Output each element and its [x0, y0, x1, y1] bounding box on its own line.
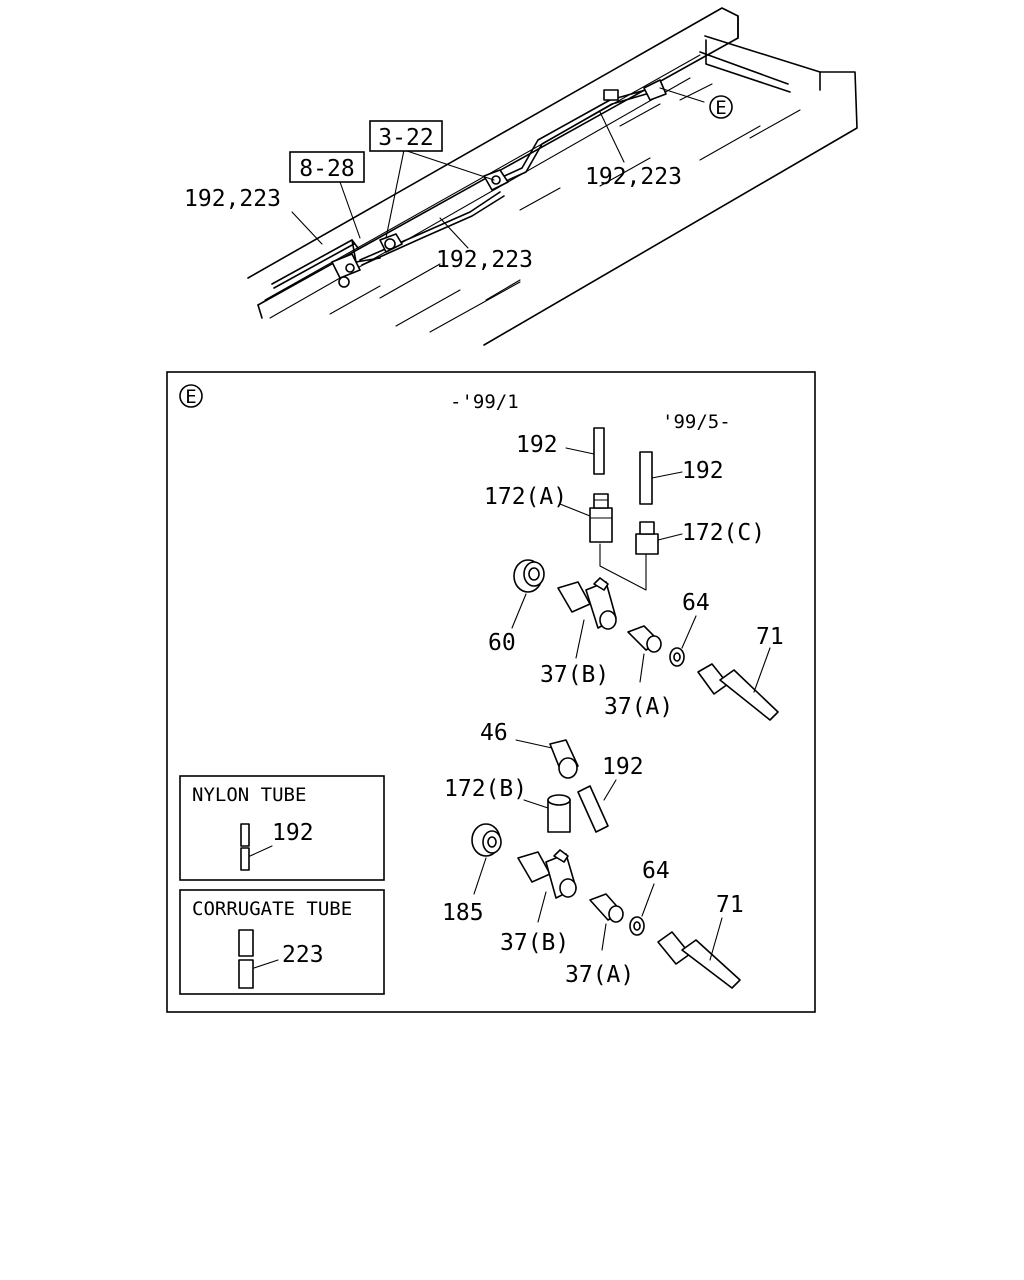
- leader-3-22-a: [385, 149, 405, 239]
- label-192-upper-left: 192: [516, 432, 558, 458]
- leader-37a-upper: [639, 653, 645, 683]
- leader-71-upper: [753, 647, 771, 693]
- tube-192-upper-right: [639, 451, 653, 505]
- tee-37b-lower: [517, 849, 577, 899]
- tube-192-lower: [577, 785, 609, 833]
- leader-172c: [657, 533, 683, 541]
- label-46: 46: [480, 720, 508, 746]
- leader-64-lower: [641, 883, 655, 917]
- detail-e-callout-text: E: [715, 97, 726, 119]
- leader-71-lower: [709, 917, 723, 961]
- ref-8-28-text: 8-28: [299, 156, 354, 182]
- leader-60: [511, 593, 527, 629]
- alt-indicator-line: [599, 543, 647, 591]
- tee-37b-upper: [557, 577, 617, 630]
- nut-60: [513, 559, 545, 593]
- washer-64-lower: [629, 916, 645, 936]
- connector-172c: [635, 521, 659, 555]
- detail-e-callout[interactable]: E: [709, 95, 733, 119]
- leader-37a-lower: [601, 923, 607, 951]
- leader-3-22-b: [403, 149, 495, 181]
- leader-185: [473, 857, 487, 895]
- brake-pipe-routing: [271, 79, 705, 289]
- leader-right: [599, 111, 625, 163]
- leader-192-upper-left: [565, 447, 595, 455]
- union-37a-upper: [627, 625, 662, 653]
- elbow-46: [549, 739, 579, 779]
- legend-corrugate-tube: CORRUGATE TUBE 223: [179, 889, 385, 995]
- overview-label-right: 192,223: [585, 164, 682, 190]
- leader-172a: [559, 503, 591, 517]
- detail-marker: E: [179, 384, 203, 408]
- label-172b: 172(B): [444, 776, 527, 802]
- label-37b-lower: 37(B): [500, 930, 569, 956]
- nut-185: [471, 823, 502, 857]
- label-192-lower: 192: [602, 754, 644, 780]
- leader-46: [515, 739, 553, 749]
- ref-3-22-text: 3-22: [378, 125, 433, 151]
- connector-172a: [589, 493, 613, 543]
- label-185: 185: [442, 900, 484, 926]
- ref-box-3-22[interactable]: 3-22: [369, 120, 443, 152]
- tube-192-upper-left: [593, 427, 605, 475]
- leader-8-28: [339, 181, 361, 239]
- frame-rail-drawing: [247, 7, 858, 346]
- label-172a: 172(A): [484, 484, 567, 510]
- overview-label-mid: 192,223: [436, 247, 533, 273]
- detail-marker-text: E: [185, 386, 196, 408]
- leader-left: [291, 211, 323, 245]
- leader-37b-lower: [537, 891, 547, 923]
- leader-64-upper: [681, 615, 697, 649]
- label-172c: 172(C): [682, 520, 765, 546]
- union-37a-lower: [589, 893, 624, 923]
- label-37b-upper: 37(B): [540, 662, 609, 688]
- hose-71-upper: [697, 663, 779, 721]
- washer-64-upper: [669, 647, 685, 667]
- label-192-upper-right: 192: [682, 458, 724, 484]
- legend-corrugate-title: CORRUGATE TUBE: [192, 898, 352, 920]
- label-71-upper: 71: [756, 624, 784, 650]
- legend-nylon-title: NYLON TUBE: [192, 784, 306, 806]
- label-37a-lower: 37(A): [565, 962, 634, 988]
- date-late: '99/5-: [662, 411, 731, 433]
- date-early: -'99/1: [450, 391, 519, 413]
- nylon-tube-icon: [240, 823, 250, 847]
- leader-192-lower: [603, 779, 617, 801]
- label-64-lower: 64: [642, 858, 670, 884]
- leader-mid: [439, 217, 469, 249]
- overview-label-left: 192,223: [184, 186, 281, 212]
- label-60: 60: [488, 630, 516, 656]
- leader-172b: [523, 799, 549, 809]
- hose-71-lower: [657, 931, 741, 989]
- label-71-lower: 71: [716, 892, 744, 918]
- legend-nylon-code: 192: [272, 820, 314, 846]
- corrugate-tube-icon: [238, 929, 254, 957]
- legend-nylon-tube: NYLON TUBE 192: [179, 775, 385, 881]
- leader-192-upper-right: [651, 471, 683, 479]
- legend-corrugate-code: 223: [282, 942, 324, 968]
- label-64-upper: 64: [682, 590, 710, 616]
- ref-box-8-28[interactable]: 8-28: [289, 151, 365, 183]
- label-37a-upper: 37(A): [604, 694, 673, 720]
- leader-37b-upper: [575, 619, 585, 659]
- connector-172b: [547, 794, 571, 833]
